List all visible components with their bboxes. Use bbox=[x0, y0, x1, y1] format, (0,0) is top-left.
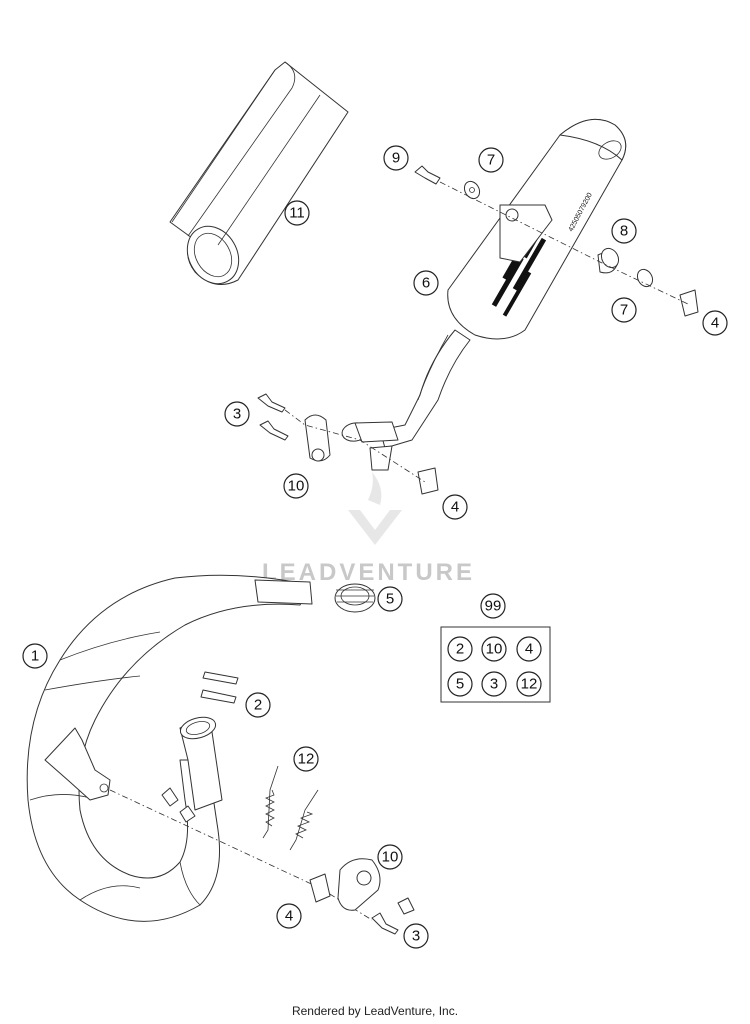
callout-9[interactable]: 9 bbox=[383, 145, 409, 171]
callout-2[interactable]: 2 bbox=[245, 692, 271, 718]
svg-text:2: 2 bbox=[254, 697, 262, 714]
exhaust-seal-ring bbox=[334, 583, 376, 613]
svg-text:3: 3 bbox=[490, 676, 498, 693]
callout-3-upper[interactable]: 3 bbox=[224, 401, 250, 427]
svg-text:99: 99 bbox=[485, 598, 502, 615]
exhaust-springs bbox=[262, 765, 319, 851]
render-credit: Rendered by LeadVenture, Inc. bbox=[291, 1004, 459, 1018]
svg-text:12: 12 bbox=[298, 751, 315, 768]
expansion-chamber bbox=[26, 574, 313, 922]
heat-shield-sleeve bbox=[169, 61, 349, 285]
callout-3-lower[interactable]: 3 bbox=[403, 923, 429, 949]
svg-text:5: 5 bbox=[456, 676, 464, 693]
callout-4-upper[interactable]: 4 bbox=[702, 310, 728, 336]
svg-text:10: 10 bbox=[382, 849, 399, 866]
callout-7-upper[interactable]: 7 bbox=[478, 147, 504, 173]
svg-text:10: 10 bbox=[288, 478, 305, 495]
silencer: 42505079200 bbox=[341, 118, 627, 471]
svg-text:7: 7 bbox=[487, 152, 495, 169]
callout-10-upper[interactable]: 10 bbox=[283, 473, 309, 499]
svg-text:8: 8 bbox=[620, 223, 628, 240]
callout-1[interactable]: 1 bbox=[22, 643, 48, 669]
svg-text:4: 4 bbox=[711, 315, 719, 332]
callout-4-lower[interactable]: 4 bbox=[276, 903, 302, 929]
kit-item-4[interactable]: 4 bbox=[516, 636, 542, 662]
svg-text:2: 2 bbox=[456, 641, 464, 658]
kit-item-12[interactable]: 12 bbox=[516, 671, 542, 697]
kit-item-10[interactable]: 10 bbox=[481, 636, 507, 662]
svg-text:4: 4 bbox=[285, 908, 293, 925]
lower-mount-hardware bbox=[109, 789, 415, 935]
kit-99: 99 2 10 4 5 3 12 bbox=[440, 593, 551, 703]
svg-text:10: 10 bbox=[486, 641, 503, 658]
callout-5[interactable]: 5 bbox=[377, 586, 403, 612]
svg-text:5: 5 bbox=[386, 591, 394, 608]
watermark-logo bbox=[348, 472, 402, 545]
svg-text:11: 11 bbox=[289, 205, 305, 222]
kit-item-5[interactable]: 5 bbox=[447, 671, 473, 697]
svg-text:4: 4 bbox=[525, 641, 533, 658]
callout-10-lower[interactable]: 10 bbox=[377, 844, 403, 870]
svg-text:3: 3 bbox=[412, 928, 420, 945]
gaskets bbox=[200, 671, 239, 704]
callout-11[interactable]: 11 bbox=[284, 200, 310, 226]
mid-mount-hardware bbox=[257, 393, 439, 495]
kit-item-2[interactable]: 2 bbox=[447, 636, 473, 662]
kit-item-3[interactable]: 3 bbox=[481, 671, 507, 697]
svg-text:7: 7 bbox=[620, 302, 628, 319]
upper-mount-hardware bbox=[414, 165, 699, 317]
svg-text:3: 3 bbox=[233, 406, 241, 423]
callout-4-middle[interactable]: 4 bbox=[442, 494, 468, 520]
callout-7-lower[interactable]: 7 bbox=[611, 297, 637, 323]
svg-text:6: 6 bbox=[422, 275, 430, 292]
svg-text:9: 9 bbox=[392, 150, 400, 167]
callout-99[interactable]: 99 bbox=[480, 593, 506, 619]
svg-text:4: 4 bbox=[451, 499, 459, 516]
callout-6[interactable]: 6 bbox=[413, 270, 439, 296]
callout-12[interactable]: 12 bbox=[293, 746, 319, 772]
svg-text:1: 1 bbox=[31, 648, 39, 665]
callout-8[interactable]: 8 bbox=[611, 218, 637, 244]
svg-text:12: 12 bbox=[521, 676, 538, 693]
